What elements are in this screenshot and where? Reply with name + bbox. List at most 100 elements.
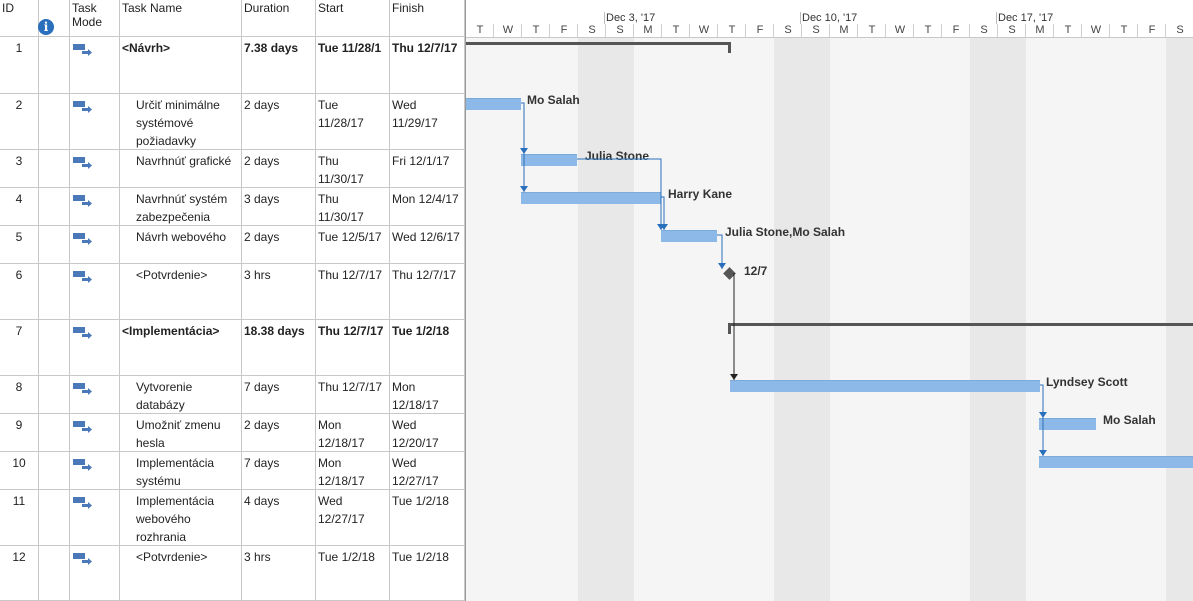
task-id[interactable]: 5 [0, 226, 39, 263]
task-mode-cell[interactable] [70, 376, 120, 413]
column-header-task-mode[interactable]: Task Mode [70, 0, 120, 37]
task-indicator-cell[interactable] [39, 37, 70, 93]
task-mode-cell[interactable] [70, 150, 120, 187]
task-name[interactable]: <Potvrdenie> [120, 546, 242, 600]
task-duration[interactable]: 4 days [242, 490, 316, 545]
task-id[interactable]: 3 [0, 150, 39, 187]
task-duration[interactable]: 3 hrs [242, 546, 316, 600]
task-duration[interactable]: 2 days [242, 226, 316, 263]
task-name[interactable]: Určiť minimálne systémové požiadavky [120, 94, 242, 149]
task-start[interactable]: Mon 12/18/17 [316, 452, 390, 489]
task-indicator-cell[interactable] [39, 490, 70, 545]
task-mode-cell[interactable] [70, 546, 120, 600]
task-id[interactable]: 12 [0, 546, 39, 600]
task-id[interactable]: 6 [0, 264, 39, 319]
task-bar[interactable] [1039, 456, 1193, 468]
task-mode-cell[interactable] [70, 264, 120, 319]
task-id[interactable]: 11 [0, 490, 39, 545]
task-indicator-cell[interactable] [39, 546, 70, 600]
task-name[interactable]: <Návrh> [120, 37, 242, 93]
task-finish[interactable]: Thu 12/7/17 [390, 264, 465, 319]
task-name[interactable]: Implementácia systému [120, 452, 242, 489]
column-header-start[interactable]: Start [316, 0, 390, 37]
task-start[interactable]: Wed 12/27/17 [316, 490, 390, 545]
column-header-duration[interactable]: Duration [242, 0, 316, 37]
task-start[interactable]: Thu 11/30/17 [316, 188, 390, 225]
task-id[interactable]: 4 [0, 188, 39, 225]
task-start[interactable]: Tue 12/5/17 [316, 226, 390, 263]
task-mode-cell[interactable] [70, 414, 120, 451]
task-finish[interactable]: Wed 12/20/17 [390, 414, 465, 451]
summary-bar[interactable] [728, 323, 1193, 334]
milestone-diamond[interactable] [723, 267, 736, 280]
task-bar[interactable] [521, 154, 577, 166]
task-finish[interactable]: Wed 12/27/17 [390, 452, 465, 489]
task-mode-cell[interactable] [70, 94, 120, 149]
task-start[interactable]: Mon 12/18/17 [316, 414, 390, 451]
task-finish[interactable]: Tue 1/2/18 [390, 546, 465, 600]
task-bar[interactable] [661, 230, 717, 242]
task-finish[interactable]: Fri 12/1/17 [390, 150, 465, 187]
task-indicator-cell[interactable] [39, 264, 70, 319]
task-indicator-cell[interactable] [39, 414, 70, 451]
task-duration[interactable]: 2 days [242, 94, 316, 149]
task-finish[interactable]: Tue 1/2/18 [390, 490, 465, 545]
task-start[interactable]: Thu 12/7/17 [316, 376, 390, 413]
task-mode-cell[interactable] [70, 320, 120, 375]
task-start[interactable]: Tue 11/28/1 [316, 37, 390, 93]
task-start[interactable]: Tue 11/28/17 [316, 94, 390, 149]
task-name[interactable]: Návrh webového [120, 226, 242, 263]
task-name[interactable]: Vytvorenie databázy [120, 376, 242, 413]
task-finish[interactable]: Mon 12/18/17 [390, 376, 465, 413]
column-header-id[interactable]: ID [0, 0, 39, 37]
task-duration[interactable]: 3 hrs [242, 264, 316, 319]
task-duration[interactable]: 7 days [242, 376, 316, 413]
task-finish[interactable]: Wed 12/6/17 [390, 226, 465, 263]
task-name[interactable]: <Potvrdenie> [120, 264, 242, 319]
task-finish[interactable]: Mon 12/4/17 [390, 188, 465, 225]
task-indicator-cell[interactable] [39, 226, 70, 263]
task-duration[interactable]: 7 days [242, 452, 316, 489]
task-id[interactable]: 9 [0, 414, 39, 451]
task-bar[interactable] [521, 192, 661, 204]
column-header-task-name[interactable]: Task Name [120, 0, 242, 37]
task-duration[interactable]: 18.38 days [242, 320, 316, 375]
task-name[interactable]: Navrhnúť grafické [120, 150, 242, 187]
task-duration[interactable]: 2 days [242, 414, 316, 451]
task-finish[interactable]: Wed 11/29/17 [390, 94, 465, 149]
task-id[interactable]: 7 [0, 320, 39, 375]
column-header-finish[interactable]: Finish [390, 0, 465, 37]
task-mode-cell[interactable] [70, 490, 120, 545]
task-start[interactable]: Thu 12/7/17 [316, 264, 390, 319]
task-indicator-cell[interactable] [39, 188, 70, 225]
task-name[interactable]: <Implementácia> [120, 320, 242, 375]
task-bar[interactable] [730, 380, 1040, 392]
task-name[interactable]: Umožniť zmenu hesla [120, 414, 242, 451]
task-mode-cell[interactable] [70, 37, 120, 93]
task-indicator-cell[interactable] [39, 452, 70, 489]
task-name[interactable]: Navrhnúť systém zabezpečenia [120, 188, 242, 225]
task-start[interactable]: Tue 1/2/18 [316, 546, 390, 600]
task-indicator-cell[interactable] [39, 376, 70, 413]
task-start[interactable]: Thu 11/30/17 [316, 150, 390, 187]
task-mode-cell[interactable] [70, 452, 120, 489]
task-duration[interactable]: 2 days [242, 150, 316, 187]
task-finish[interactable]: Tue 1/2/18 [390, 320, 465, 375]
task-indicator-cell[interactable] [39, 94, 70, 149]
task-mode-cell[interactable] [70, 188, 120, 225]
task-id[interactable]: 8 [0, 376, 39, 413]
task-indicator-cell[interactable] [39, 320, 70, 375]
task-id[interactable]: 1 [0, 37, 39, 93]
task-name[interactable]: Implementácia webového rozhrania [120, 490, 242, 545]
